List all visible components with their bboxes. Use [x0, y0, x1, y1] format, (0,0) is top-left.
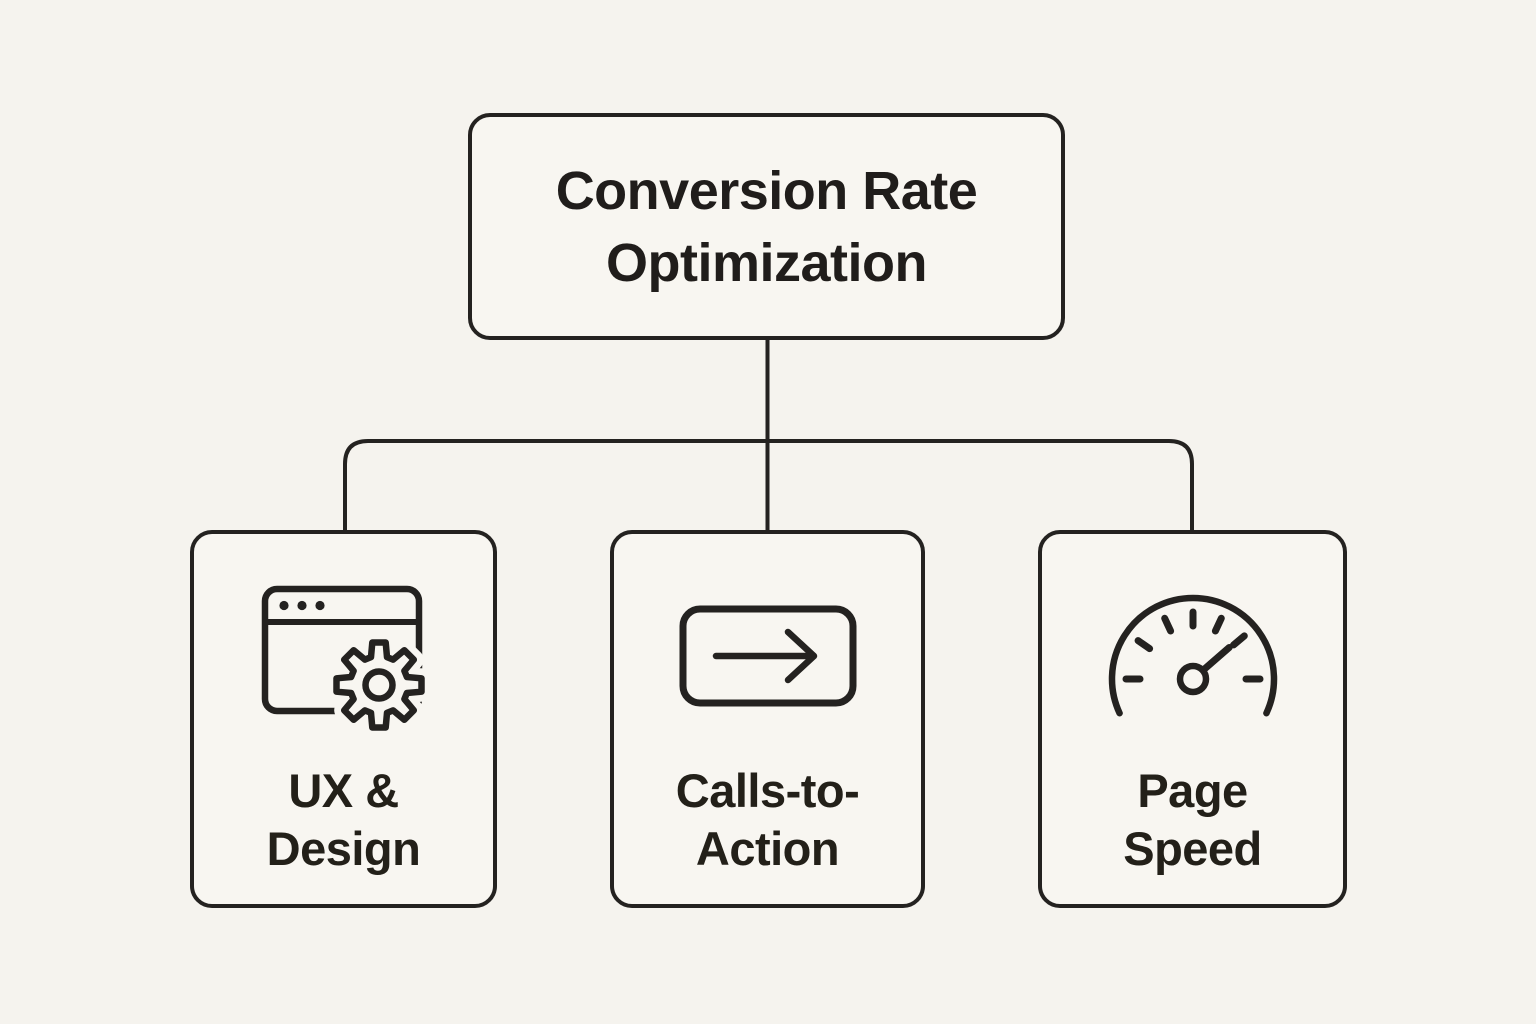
child-label-line1: UX & — [288, 764, 399, 817]
child-label-line1: Calls-to- — [675, 764, 860, 817]
root-label-line2: Optimization — [606, 232, 927, 293]
node-ux-design: UX & Design — [190, 530, 497, 908]
speedometer-icon — [1108, 594, 1277, 717]
cta-arrow-button-icon — [679, 605, 856, 707]
child-label-line2: Design — [266, 822, 421, 875]
node-conversion-rate-optimization: Conversion Rate Optimization — [468, 113, 1065, 340]
child-label-ux-design: UX & Design — [194, 762, 493, 878]
node-page-speed: Page Speed — [1038, 530, 1347, 908]
node-calls-to-action: Calls-to- Action — [610, 530, 925, 908]
root-label: Conversion Rate Optimization — [556, 155, 978, 299]
child-label-line2: Speed — [1123, 822, 1262, 875]
child-label-line2: Action — [695, 822, 840, 875]
child-label-page-speed: Page Speed — [1042, 762, 1343, 878]
root-label-line1: Conversion Rate — [555, 160, 978, 221]
browser-gear-icon — [261, 585, 428, 736]
connector-branch — [343, 439, 1194, 532]
child-label-calls-to-action: Calls-to- Action — [614, 762, 921, 878]
child-label-line1: Page — [1137, 764, 1248, 817]
